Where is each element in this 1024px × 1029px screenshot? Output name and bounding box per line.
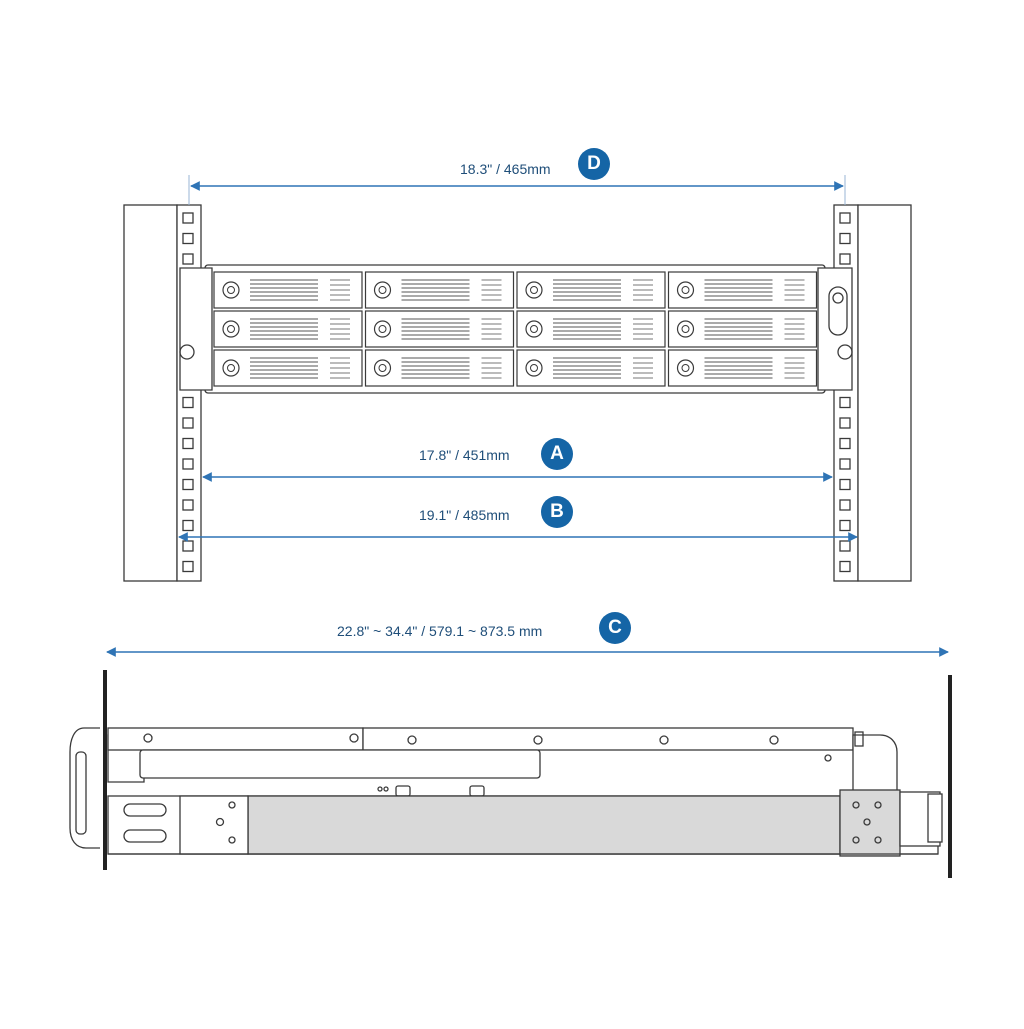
drive-latch-icon bbox=[373, 359, 392, 377]
drive-latch-icon bbox=[676, 359, 695, 377]
drive-bay bbox=[213, 349, 363, 387]
drive-latch-icon bbox=[222, 281, 240, 299]
mounting-hole bbox=[182, 560, 194, 573]
mounting-hole bbox=[839, 437, 851, 450]
mounting-hole bbox=[839, 458, 851, 470]
dimension-label-d: 18.3" / 465mm bbox=[460, 161, 551, 177]
badge-d: D bbox=[578, 148, 610, 180]
drive-latch-icon bbox=[373, 281, 392, 299]
drive-bay bbox=[667, 349, 818, 387]
drive-bay bbox=[213, 271, 363, 309]
mounting-hole bbox=[182, 253, 194, 265]
mounting-hole bbox=[182, 478, 194, 491]
mounting-hole bbox=[182, 519, 194, 532]
mounting-hole bbox=[839, 396, 851, 409]
mounting-hole bbox=[182, 212, 194, 224]
left-rack-ear bbox=[179, 267, 213, 391]
drive-bay bbox=[516, 271, 666, 309]
rail-outer-body bbox=[247, 795, 841, 855]
mounting-hole bbox=[182, 232, 194, 245]
front-view bbox=[123, 175, 912, 582]
side-view-rail bbox=[69, 670, 952, 878]
drive-latch-icon bbox=[525, 281, 543, 299]
mounting-hole bbox=[839, 478, 851, 491]
dimension-label-b: 19.1" / 485mm bbox=[419, 507, 510, 523]
drive-latch-icon bbox=[676, 281, 695, 299]
dimension-lines-front bbox=[178, 181, 858, 542]
nas-chassis bbox=[179, 264, 853, 394]
mounting-hole bbox=[839, 253, 851, 265]
drive-bays-grid bbox=[213, 271, 818, 387]
mounting-hole bbox=[182, 458, 194, 470]
left-rack-post bbox=[123, 204, 202, 582]
drive-bay bbox=[364, 271, 515, 309]
mounting-hole bbox=[839, 519, 851, 532]
drive-bay bbox=[667, 310, 818, 348]
mounting-hole bbox=[839, 212, 851, 224]
drive-latch-icon bbox=[525, 359, 543, 377]
mounting-hole bbox=[182, 396, 194, 409]
drive-bay bbox=[364, 349, 515, 387]
drive-latch-icon bbox=[525, 320, 543, 338]
mounting-hole bbox=[182, 499, 194, 511]
mounting-hole bbox=[839, 417, 851, 429]
right-rack-post bbox=[833, 204, 912, 582]
drive-bay bbox=[516, 310, 666, 348]
dimension-label-a: 17.8" / 451mm bbox=[419, 447, 510, 463]
rail-front-plate bbox=[179, 795, 249, 855]
dimension-label-c: 22.8" ~ 34.4" / 579.1 ~ 873.5 mm bbox=[337, 623, 543, 639]
power-button-icon bbox=[828, 286, 848, 336]
drive-latch-icon bbox=[373, 320, 392, 338]
badge-a: A bbox=[541, 438, 573, 470]
drive-latch-icon bbox=[676, 320, 695, 338]
drive-bay bbox=[213, 310, 363, 348]
mounting-hole bbox=[182, 417, 194, 429]
mounting-hole bbox=[839, 232, 851, 245]
front-mount-slot bbox=[123, 829, 167, 843]
drive-latch-icon bbox=[222, 359, 240, 377]
mounting-hole bbox=[839, 560, 851, 573]
mounting-hole bbox=[182, 437, 194, 450]
drive-latch-icon bbox=[222, 320, 240, 338]
mounting-hole bbox=[839, 499, 851, 511]
front-mount-slot bbox=[123, 803, 167, 817]
drive-bay bbox=[516, 349, 666, 387]
drive-bay bbox=[667, 271, 818, 309]
badge-c: C bbox=[599, 612, 631, 644]
drive-bay bbox=[364, 310, 515, 348]
badge-b: B bbox=[541, 496, 573, 528]
